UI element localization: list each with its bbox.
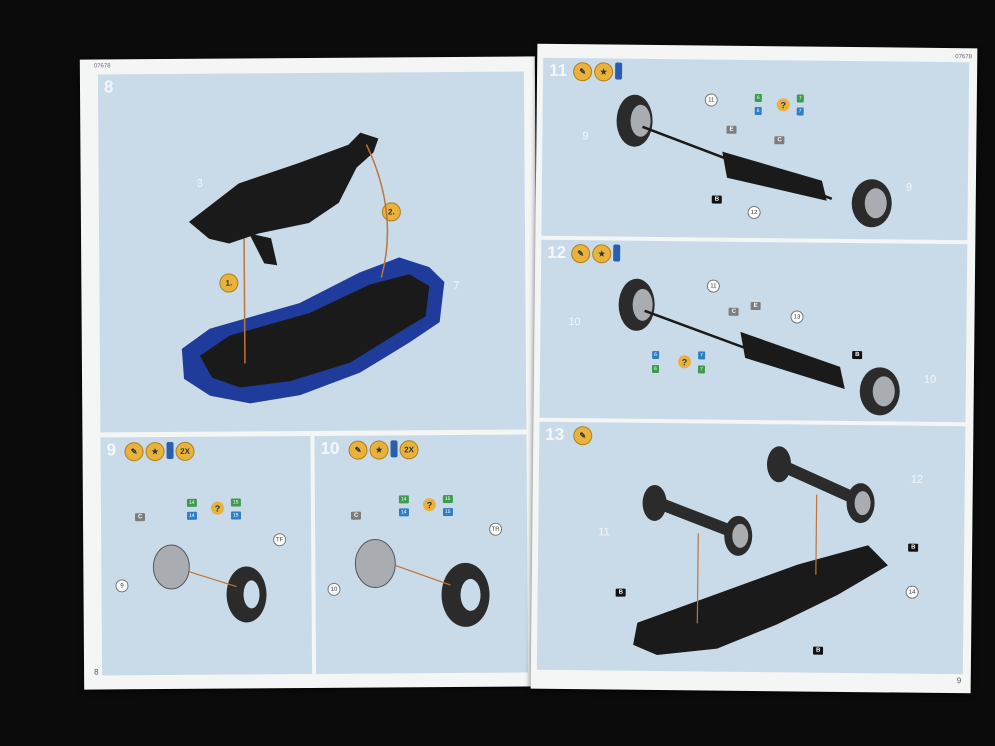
rim <box>864 188 887 219</box>
page-number: 9 <box>956 676 962 686</box>
step-11-illustration <box>616 94 892 228</box>
step-9-illustration <box>152 544 267 623</box>
rim <box>354 539 396 589</box>
rear-axle <box>656 497 741 540</box>
car-body-inner <box>199 274 430 388</box>
right-page: 07678 11 ✎ ★ 9 11 12 9 E C B 6 6 7 7 ? <box>530 43 978 694</box>
insert-arrow <box>189 571 237 588</box>
rim <box>872 376 895 407</box>
instruction-booklet: 07678 8 3 7 1. 2. 9 ✎ ★ 2X <box>79 43 988 694</box>
insert-arrow <box>395 564 451 586</box>
step-13-panel: 13 ✎ 11 12 14 B B B <box>536 421 966 675</box>
interior-tub-part <box>188 132 379 244</box>
step-12-panel: 12 ✎ ★ 10 11 13 10 C E B 6 6 7 7 ? <box>539 239 968 423</box>
insert-arrow <box>243 238 246 364</box>
tire <box>766 446 791 483</box>
front-axle <box>776 458 862 506</box>
tire <box>642 484 667 521</box>
chassis-floor <box>633 545 888 655</box>
insert-arrow <box>815 494 818 575</box>
rim <box>732 523 749 548</box>
axle-housing <box>722 151 827 201</box>
left-page: 07678 8 3 7 1. 2. 9 ✎ ★ 2X <box>79 56 540 690</box>
step-13-illustration <box>633 446 888 655</box>
tire-inner <box>460 578 481 611</box>
step-12-illustration <box>618 278 900 416</box>
step-10-illustration <box>354 539 490 627</box>
rim <box>152 544 190 590</box>
tire-inner <box>243 580 260 609</box>
interior-tab <box>249 233 278 266</box>
step-11-panel: 11 ✎ ★ 9 11 12 9 E C B 6 6 7 7 ? <box>541 57 970 241</box>
step-8-panel: 8 3 7 1. 2. <box>97 71 527 433</box>
page-number: 8 <box>94 667 99 677</box>
insert-arrow <box>365 144 389 278</box>
step-8-illustration <box>181 132 445 404</box>
step-9-panel: 9 ✎ ★ 2X C 9 TF 14 14 15 15 ? <box>100 435 313 676</box>
insert-arrow <box>696 533 699 624</box>
page-code: 07678 <box>93 63 111 70</box>
axle-housing <box>740 331 845 389</box>
rim <box>854 491 871 516</box>
page-code: 07678 <box>955 54 972 61</box>
step-10-panel: 10 ✎ ★ 2X C 10 TR 14 14 15 15 ? <box>314 434 529 674</box>
